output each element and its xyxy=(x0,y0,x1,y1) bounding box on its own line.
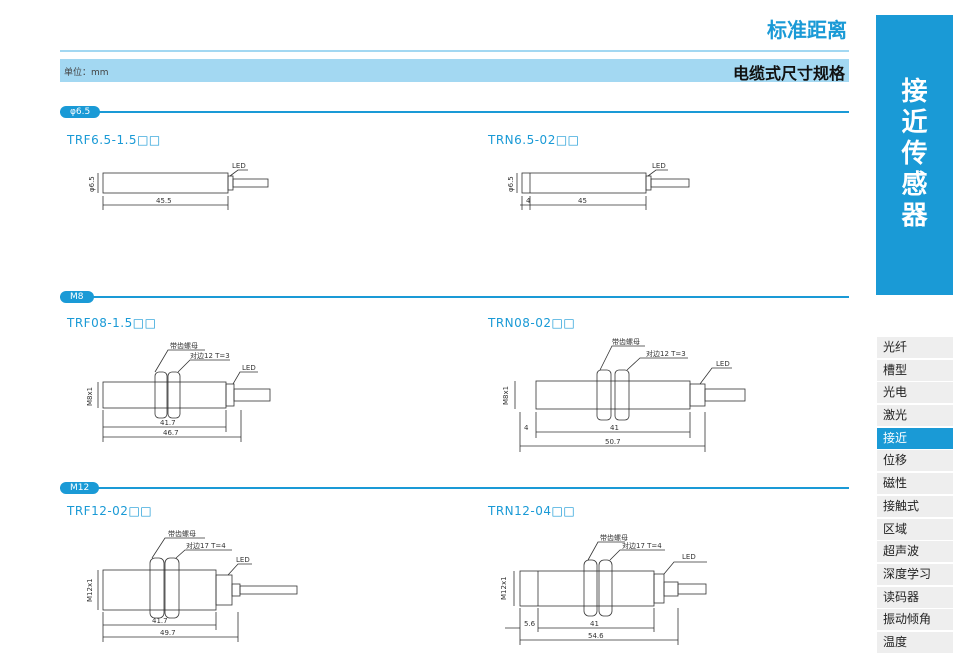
svg-text:41.7: 41.7 xyxy=(152,617,168,625)
page-title: 标准距离 xyxy=(767,18,847,42)
svg-text:41.7: 41.7 xyxy=(160,419,176,427)
svg-text:54.6: 54.6 xyxy=(588,632,604,640)
drawing-trf12: 带齿螺母 对边17 T=4 LED M12x1 41.7 49.7 xyxy=(86,529,298,642)
model-title: TRF12-02□□ xyxy=(67,504,153,518)
svg-text:41: 41 xyxy=(610,424,619,432)
svg-text:M8x1: M8x1 xyxy=(502,386,510,405)
svg-text:49.7: 49.7 xyxy=(160,629,176,637)
svg-text:45: 45 xyxy=(578,197,587,205)
svg-text:LED: LED xyxy=(236,556,250,564)
category-menu: 光纤槽型光电激光接近位移磁性接触式区域超声波深度学习读码器振动倾角温度 xyxy=(877,337,953,655)
menu-item[interactable]: 区域 xyxy=(877,518,953,540)
menu-item[interactable]: 光电 xyxy=(877,382,953,404)
spec-band: 单位：mm 电缆式尺寸规格 xyxy=(60,59,849,83)
menu-item[interactable]: 振动倾角 xyxy=(877,609,953,631)
section-divider xyxy=(60,111,849,113)
model-title: TRN08-02□□ xyxy=(488,316,576,330)
menu-item[interactable]: 温度 xyxy=(877,631,953,653)
section-divider xyxy=(60,296,849,298)
divider xyxy=(60,50,849,52)
svg-text:M8x1: M8x1 xyxy=(86,387,94,406)
svg-text:带齿螺母: 带齿螺母 xyxy=(168,529,196,538)
svg-text:带齿螺母: 带齿螺母 xyxy=(170,341,198,350)
svg-text:LED: LED xyxy=(232,162,246,170)
svg-text:M12x1: M12x1 xyxy=(86,578,94,602)
menu-item[interactable]: 接触式 xyxy=(877,495,953,517)
svg-text:46.7: 46.7 xyxy=(163,429,179,437)
svg-text:LED: LED xyxy=(682,553,696,561)
svg-text:对边12 T=3: 对边12 T=3 xyxy=(190,351,230,360)
svg-text:4: 4 xyxy=(524,424,529,432)
svg-text:50.7: 50.7 xyxy=(605,438,621,446)
spec-title: 电缆式尺寸规格 xyxy=(732,64,845,83)
menu-item[interactable]: 超声波 xyxy=(877,541,953,563)
model-title: TRN12-04□□ xyxy=(488,504,576,518)
drawing-trn08: 带齿螺母 对边12 T=3 LED M8x1 4 41 50.7 xyxy=(502,337,746,452)
svg-text:LED: LED xyxy=(652,162,666,170)
svg-text:M12x1: M12x1 xyxy=(500,576,508,600)
svg-text:4: 4 xyxy=(526,197,531,205)
svg-text:对边17 T=4: 对边17 T=4 xyxy=(622,541,662,550)
menu-item[interactable]: 槽型 xyxy=(877,359,953,381)
unit-label: 单位：mm xyxy=(64,68,109,78)
drawing-trf65: LED φ6.5 45.5 xyxy=(88,162,269,210)
svg-text:LED: LED xyxy=(716,360,730,368)
category-title: 接近传感器 xyxy=(901,77,928,231)
svg-text:5.6: 5.6 xyxy=(524,620,536,628)
svg-text:LED: LED xyxy=(242,364,256,372)
drawing-trn12: 带齿螺母 对边17 T=4 LED M12x1 5.6 41 54.6 xyxy=(500,533,707,645)
menu-item[interactable]: 读码器 xyxy=(877,586,953,608)
menu-item[interactable]: 激光 xyxy=(877,405,953,427)
category-panel: 接近传感器 xyxy=(876,15,953,295)
menu-item[interactable]: 接近 xyxy=(877,427,953,449)
section-tag-m8: M8 xyxy=(60,291,94,303)
drawing-trf08: 带齿螺母 对边12 T=3 LED M8x1 41.7 46.7 xyxy=(86,341,271,442)
drawing-trn65: LED φ6.5 4 45 xyxy=(507,162,690,210)
svg-text:φ6.5: φ6.5 xyxy=(88,176,96,192)
menu-item[interactable]: 磁性 xyxy=(877,473,953,495)
svg-text:对边17 T=4: 对边17 T=4 xyxy=(186,541,226,550)
model-title: TRN6.5-02□□ xyxy=(488,133,580,147)
svg-text:41: 41 xyxy=(590,620,599,628)
menu-item[interactable]: 位移 xyxy=(877,450,953,472)
section-divider xyxy=(60,487,849,489)
svg-text:带齿螺母: 带齿螺母 xyxy=(612,337,640,346)
svg-text:带齿螺母: 带齿螺母 xyxy=(600,533,628,542)
svg-text:45.5: 45.5 xyxy=(156,197,172,205)
menu-item[interactable]: 光纤 xyxy=(877,337,953,358)
model-title: TRF08-1.5□□ xyxy=(67,316,157,330)
section-tag-phi65: φ6.5 xyxy=(60,106,101,118)
dimension-drawings: LED φ6.5 45.5 LED φ6.5 4 45 带齿螺母 对边12 T=… xyxy=(86,162,746,645)
menu-item[interactable]: 深度学习 xyxy=(877,563,953,585)
svg-text:φ6.5: φ6.5 xyxy=(507,176,515,192)
section-tag-m12: M12 xyxy=(60,482,100,494)
model-title: TRF6.5-1.5□□ xyxy=(67,133,161,147)
svg-text:对边12 T=3: 对边12 T=3 xyxy=(646,349,686,358)
